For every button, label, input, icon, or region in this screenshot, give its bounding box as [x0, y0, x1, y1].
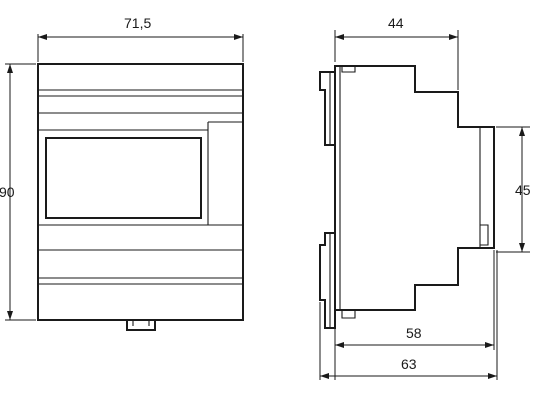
side-rail-notch	[480, 224, 489, 246]
arrow-head	[485, 342, 494, 348]
side-top-clip	[319, 71, 335, 146]
dimension-side-depth-58: 58	[334, 250, 495, 380]
dimension-front-height: 90	[0, 63, 36, 321]
dimension-label-45: 45	[515, 182, 531, 198]
arrow-head	[449, 34, 458, 40]
arrow-head	[335, 342, 344, 348]
dimension-label-front-height: 90	[0, 184, 15, 200]
side-bottom-latch	[335, 309, 356, 319]
arrow-head	[7, 311, 13, 320]
arrow-head	[38, 34, 47, 40]
dimension-label-44: 44	[388, 15, 404, 31]
dimension-label-63: 63	[401, 356, 417, 372]
front-display-window	[45, 137, 202, 219]
front-body-outline	[37, 63, 244, 321]
side-view	[319, 65, 495, 329]
arrow-head	[234, 34, 243, 40]
arrow-head	[488, 373, 497, 379]
side-profile-outline	[334, 65, 495, 311]
arrow-head	[519, 127, 525, 136]
dimension-front-width: 71,5	[37, 15, 244, 62]
front-view	[37, 63, 244, 331]
arrow-head	[320, 373, 329, 379]
dimension-side-height-45: 45	[496, 126, 531, 253]
dimension-label-front-width: 71,5	[124, 15, 151, 31]
dimension-side-depth-63: 63	[319, 250, 498, 380]
dimension-label-58: 58	[406, 325, 422, 341]
dimension-side-depth-44: 44	[334, 15, 459, 90]
arrow-head	[335, 34, 344, 40]
arrow-head	[7, 64, 13, 73]
side-bottom-clip	[319, 232, 336, 329]
front-din-clip	[126, 320, 156, 331]
arrow-head	[519, 243, 525, 252]
